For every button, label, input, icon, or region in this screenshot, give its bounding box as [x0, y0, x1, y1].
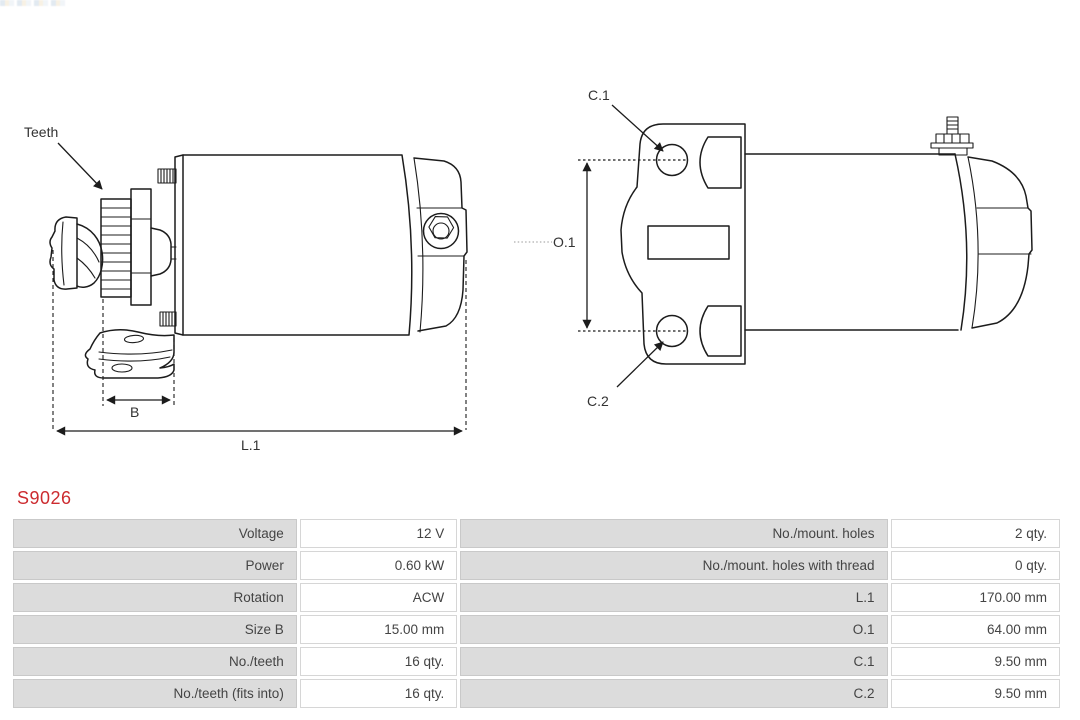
armature-shaft-end — [49, 216, 104, 290]
spec-label-cell: C.1 — [460, 647, 888, 676]
spec-label-cell: Rotation — [13, 583, 297, 612]
spec-label-cell: Voltage — [13, 519, 297, 548]
c1-label: C.1 — [588, 87, 610, 103]
spec-label-cell: Size B — [13, 615, 297, 644]
spec-value-cell: 9.50 mm — [890, 679, 1060, 708]
spec-label-cell: O.1 — [460, 615, 888, 644]
spec-label-cell: C.2 — [460, 679, 888, 708]
spec-value-cell: 9.50 mm — [890, 647, 1060, 676]
starter-technical-drawing: B L.1 Teeth — [24, 87, 1033, 453]
spec-row: No./teeth (fits into) 16 qty. C.2 9.50 m… — [13, 679, 1060, 708]
spec-row: Voltage 12 V No./mount. holes 2 qty. — [13, 519, 1060, 548]
spec-value-cell: 170.00 mm — [890, 583, 1060, 612]
spec-label-cell: Power — [13, 551, 297, 580]
spec-value-cell: 15.00 mm — [299, 615, 458, 644]
terminal-bolt — [930, 116, 974, 156]
dimension-o1: O.1 — [514, 159, 688, 332]
construction-lines — [52, 250, 467, 430]
dimension-o1-label: O.1 — [553, 234, 576, 250]
stud-bolts — [157, 168, 177, 327]
flange-view-drawing: O.1 C.1 C.2 — [514, 87, 1033, 409]
spec-value-cell: ACW — [299, 583, 458, 612]
dimension-l1: L.1 — [56, 426, 463, 453]
spec-value-cell: 64.00 mm — [890, 615, 1060, 644]
part-number: S9026 — [17, 488, 72, 508]
mounting-bracket — [84, 329, 175, 379]
spec-table: Voltage 12 V No./mount. holes 2 qty. Pow… — [10, 516, 1063, 711]
spec-value-cell: 0.60 kW — [299, 551, 458, 580]
teeth-callout: Teeth — [24, 124, 103, 190]
dimension-b: B — [106, 395, 171, 420]
browser-artifact — [0, 0, 66, 6]
motor-body-rear — [744, 153, 979, 331]
mounting-flange — [620, 123, 746, 365]
spec-label-cell: L.1 — [460, 583, 888, 612]
shaft-collar — [150, 227, 177, 277]
spec-label-cell: No./teeth (fits into) — [13, 679, 297, 708]
dimension-l1-label: L.1 — [241, 437, 261, 453]
spec-value-cell: 0 qty. — [890, 551, 1060, 580]
c2-label: C.2 — [587, 393, 609, 409]
rear-end-cap — [967, 156, 1033, 329]
teeth-label: Teeth — [24, 124, 58, 140]
spec-value-cell: 12 V — [299, 519, 458, 548]
spec-label-cell: No./teeth — [13, 647, 297, 676]
spec-label-cell: No./mount. holes — [460, 519, 888, 548]
spec-row: Rotation ACW L.1 170.00 mm — [13, 583, 1060, 612]
pinion-gear — [100, 188, 152, 306]
spec-value-cell: 16 qty. — [299, 679, 458, 708]
spec-label-cell: No./mount. holes with thread — [460, 551, 888, 580]
spec-row: Size B 15.00 mm O.1 64.00 mm — [13, 615, 1060, 644]
spec-row: No./teeth 16 qty. C.1 9.50 mm — [13, 647, 1060, 676]
motor-end-cap — [413, 157, 468, 332]
dimension-b-label: B — [130, 404, 139, 420]
side-view-drawing: B L.1 Teeth — [24, 124, 468, 453]
motor-body — [174, 154, 424, 336]
spec-row: Power 0.60 kW No./mount. holes with thre… — [13, 551, 1060, 580]
c2-callout: C.2 — [587, 341, 664, 409]
c1-callout: C.1 — [588, 87, 664, 152]
spec-value-cell: 16 qty. — [299, 647, 458, 676]
spec-value-cell: 2 qty. — [890, 519, 1060, 548]
